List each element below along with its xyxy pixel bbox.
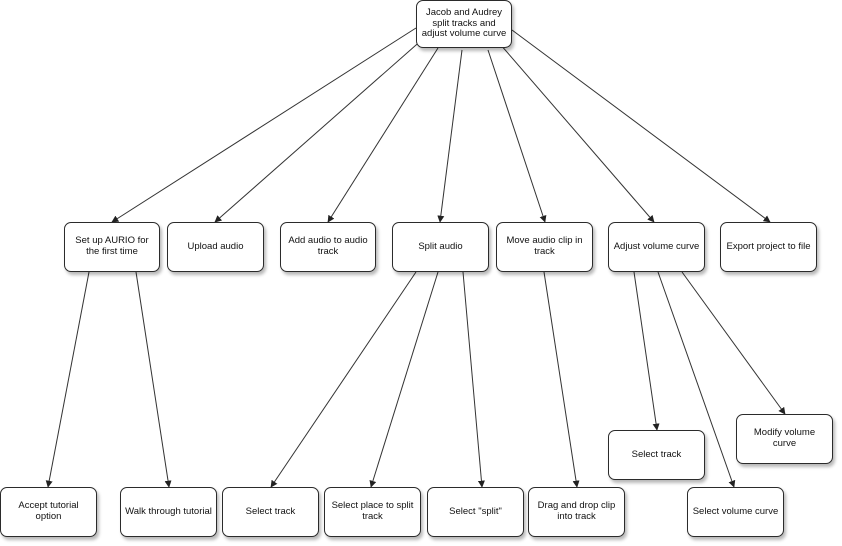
edge-move-to-drag	[543, 271, 580, 488]
task-setup-aurio[interactable]: Set up AURIO for the first time	[64, 222, 160, 272]
subtask-adjust-select-track-label: Select track	[631, 448, 682, 460]
subtask-select-split[interactable]: Select "split"	[427, 487, 524, 537]
subtask-drag-and-drop-clip-label: Drag and drop clip into track	[537, 500, 616, 522]
task-split-audio-label: Split audio	[418, 240, 463, 252]
task-adjust-volume-curve[interactable]: Adjust volume curve	[608, 222, 705, 272]
edge-setup-to-walk	[135, 271, 172, 488]
task-export-project-label: Export project to file	[726, 240, 811, 252]
edge-split-to-select-track	[270, 271, 417, 488]
subtask-split-select-track-label: Select track	[245, 505, 296, 517]
subtask-select-place-to-split[interactable]: Select place to split track	[324, 487, 421, 537]
root-node[interactable]: Jacob and Audrey split tracks and adjust…	[416, 0, 512, 48]
task-upload-audio-label: Upload audio	[187, 240, 244, 252]
subtask-walk-through-tutorial[interactable]: Walk through tutorial	[120, 487, 217, 537]
task-move-audio-clip-label: Move audio clip in track	[506, 235, 583, 257]
subtask-modify-volume-curve[interactable]: Modify volume curve	[736, 414, 833, 464]
edge-split-to-select-place	[369, 271, 439, 488]
edge-root-to-upload	[214, 37, 425, 223]
task-split-audio[interactable]: Split audio	[392, 222, 489, 272]
root-label: Jacob and Audrey split tracks and adjust…	[421, 6, 507, 40]
task-setup-aurio-label: Set up AURIO for the first time	[75, 235, 149, 257]
task-add-audio-to-track-label: Add audio to audio track	[288, 235, 368, 257]
edge-setup-to-accept	[45, 271, 90, 488]
edge-root-to-split	[437, 49, 463, 223]
subtask-walk-through-tutorial-label: Walk through tutorial	[125, 505, 212, 517]
subtask-select-place-to-split-label: Select place to split track	[331, 500, 414, 522]
edge-adjust-to-modify	[681, 271, 786, 415]
edge-adjust-to-select-track	[633, 271, 660, 431]
subtask-drag-and-drop-clip[interactable]: Drag and drop clip into track	[528, 487, 625, 537]
edge-root-to-setup	[111, 27, 417, 223]
edge-adjust-to-select-curve	[657, 271, 736, 488]
subtask-modify-volume-curve-label: Modify volume curve	[753, 427, 816, 449]
subtask-accept-tutorial[interactable]: Accept tutorial option	[0, 487, 97, 537]
subtask-adjust-select-track[interactable]: Select track	[608, 430, 705, 480]
subtask-accept-tutorial-label: Accept tutorial option	[18, 500, 79, 522]
task-add-audio-to-track[interactable]: Add audio to audio track	[280, 222, 376, 272]
subtask-select-split-label: Select "split"	[449, 505, 502, 517]
subtask-select-volume-curve-label: Select volume curve	[692, 505, 779, 517]
subtask-select-volume-curve[interactable]: Select volume curve	[687, 487, 784, 537]
edge-root-to-add	[327, 47, 439, 223]
subtask-split-select-track[interactable]: Select track	[222, 487, 319, 537]
task-upload-audio[interactable]: Upload audio	[167, 222, 264, 272]
edge-split-to-select-split	[462, 271, 485, 488]
task-move-audio-clip[interactable]: Move audio clip in track	[496, 222, 593, 272]
task-export-project[interactable]: Export project to file	[720, 222, 817, 272]
edge-root-to-adjust	[499, 43, 655, 223]
edge-root-to-move	[487, 49, 547, 223]
task-adjust-volume-curve-label: Adjust volume curve	[613, 240, 700, 252]
edge-root-to-export	[511, 29, 771, 223]
